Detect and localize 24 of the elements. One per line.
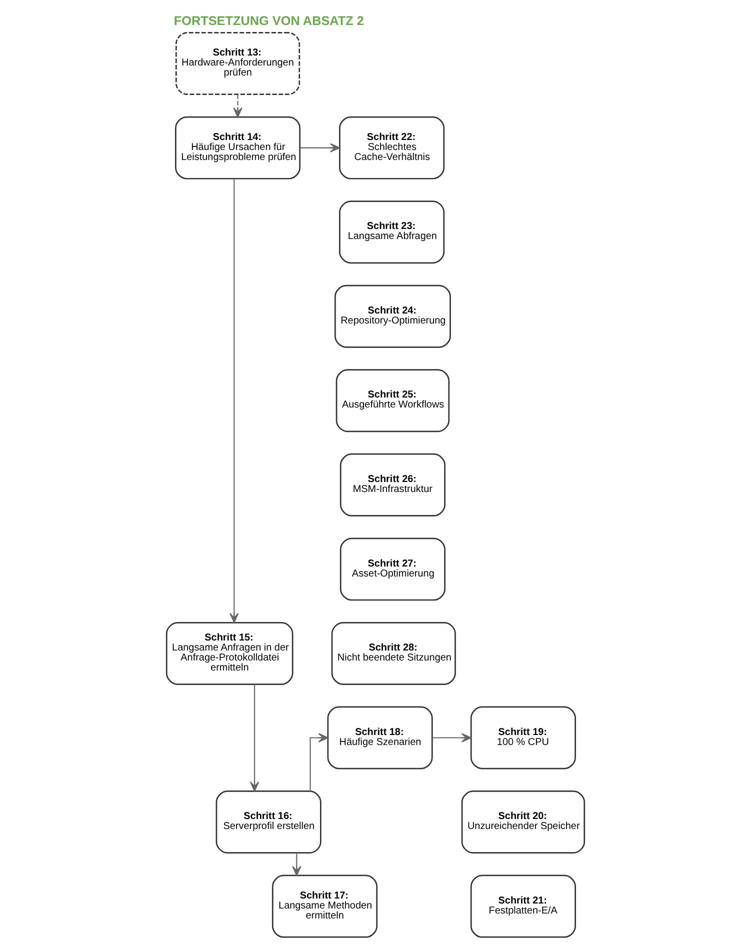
node-box: Schritt 20: Unzureichender Speicher xyxy=(460,790,585,854)
arrow xyxy=(292,852,301,876)
arrow xyxy=(249,684,259,792)
node-box: Schritt 28: Nicht beendete Sitzungen xyxy=(330,622,456,685)
node-box: Schritt 18: Häufige Szenarien xyxy=(326,706,432,770)
node-box: Schritt 19: 100 % CPU xyxy=(470,706,576,770)
arrow xyxy=(229,178,238,623)
arrow xyxy=(232,94,242,118)
node-box: Schritt 26: MSM-Infrastruktur xyxy=(339,453,445,516)
node-box: Schritt 24: Repository-Optimierung xyxy=(334,284,450,348)
diagram-title: FORTSETZUNG VON ABSATZ 2 xyxy=(173,14,364,28)
node-box: Schritt 25: Ausgeführte Workflows xyxy=(335,369,450,432)
node-box: Schritt 14: Häufige Ursachen für Leistungsprobleme prüfen xyxy=(174,116,300,180)
arrow xyxy=(309,733,328,792)
node-box: Schritt 22: Schlechtes Cache-Verhältnis xyxy=(338,116,444,180)
node-box: Schritt 16: Serverprofil erstellen xyxy=(215,790,321,854)
arrow xyxy=(432,733,471,742)
arrow xyxy=(299,143,340,152)
node-box: Schritt 15: Langsame Anfragen in der Anfrage-Protokolldatei ermitteln xyxy=(165,622,293,685)
node-box: Schritt 13: Hardware-Anforderungen prüfen xyxy=(174,32,300,96)
node-box: Schritt 23: Langsame Abfragen xyxy=(338,200,444,264)
node-box: Schritt 27: Asset-Optimierung xyxy=(339,538,445,601)
node-box: Schritt 21: Festplatten-E/A xyxy=(470,874,576,938)
node-box: Schritt 17: Langsame Methoden ermitteln xyxy=(271,874,378,938)
